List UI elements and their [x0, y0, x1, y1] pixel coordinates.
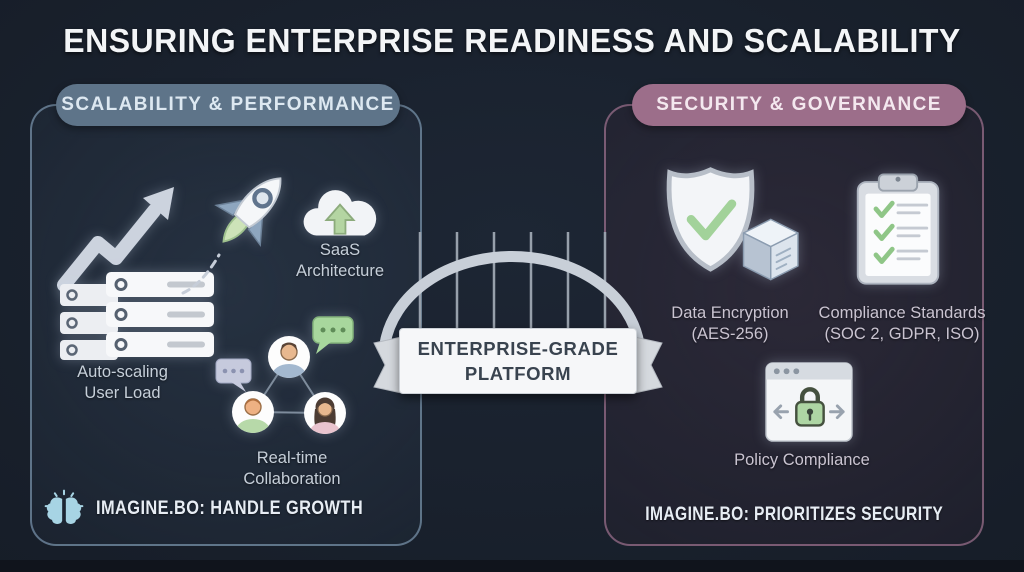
trajectory-dashes-icon — [181, 253, 221, 295]
enterprise-platform-banner: ENTERPRISE-GRADE PLATFORM — [399, 328, 637, 394]
compliance-standards-label: Compliance Standards (SOC 2, GDPR, ISO) — [818, 304, 986, 343]
scalability-panel-header: SCALABILITY & PERFORMANCE — [56, 84, 400, 126]
growth-arrow-icon — [57, 187, 174, 292]
encryption-cube-icon — [742, 218, 799, 281]
saas-architecture-label: SaaS Architecture — [295, 241, 385, 280]
data-encryption-label: Data Encryption (AES-256) — [671, 304, 789, 343]
left-footer: IMAGINE.BO: HANDLE GROWTH — [42, 487, 414, 529]
rocket-icon — [214, 177, 282, 247]
compliance-clipboard-icon — [856, 173, 940, 285]
browser-lock-icon — [765, 362, 853, 442]
policy-compliance-label: Policy Compliance — [734, 451, 870, 469]
shield-check-cube-icon — [666, 167, 799, 281]
ribbon-tail-right — [630, 336, 663, 394]
bottom-edge-strip — [0, 560, 1024, 572]
auto-scaling-label: Auto-scaling User Load — [77, 363, 168, 402]
bridge-icon — [379, 232, 645, 346]
realtime-collaboration-label: Real-time Collaboration — [243, 449, 341, 488]
ribbon-tail-left — [373, 336, 406, 394]
collaboration-avatars-icon — [215, 316, 354, 434]
speech-bubble-gray-icon — [215, 358, 252, 392]
cloud-upload-icon — [303, 190, 377, 236]
server-stack-icon — [60, 272, 214, 360]
brain-icon — [44, 489, 84, 524]
right-footer-text: IMAGINE.BO: PRIORITIZES SECURITY — [645, 503, 943, 525]
speech-bubble-green-icon — [312, 316, 354, 354]
security-panel-header: SECURITY & GOVERNANCE — [632, 84, 966, 126]
page-title: ENSURING ENTERPRISE READINESS AND SCALAB… — [63, 22, 961, 59]
right-footer: IMAGINE.BO: PRIORITIZES SECURITY — [604, 503, 984, 526]
left-footer-text: IMAGINE.BO: HANDLE GROWTH — [96, 496, 364, 519]
